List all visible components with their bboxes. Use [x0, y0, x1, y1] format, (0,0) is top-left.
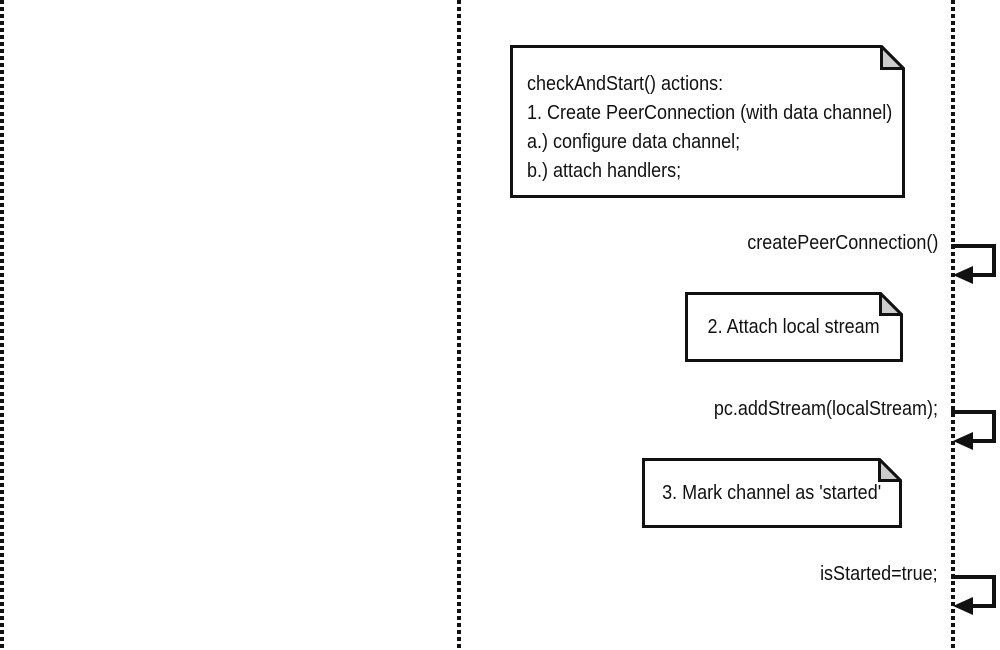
message-label: pc.addStream(localStream); — [713, 398, 938, 420]
note-body — [685, 292, 903, 362]
folded-corner-icon — [880, 45, 905, 70]
note-shape — [510, 45, 905, 198]
note-checkandstart-actions: checkAndStart() actions: 1. Create PeerC… — [510, 45, 905, 198]
self-call-line-top — [951, 244, 996, 248]
arrowhead-left-icon — [953, 266, 973, 284]
note-body — [642, 458, 902, 528]
self-call-line-bottom — [970, 439, 996, 443]
note-text: 3. Mark channel as 'started' — [662, 482, 882, 504]
note-shape — [685, 292, 903, 362]
folded-corner-icon — [879, 292, 903, 316]
self-message-isstarted-true: isStarted=true; — [0, 563, 1000, 615]
self-call-line-top — [951, 410, 996, 414]
arrowhead-left-icon — [953, 597, 973, 615]
note-text: checkAndStart() actions: 1. Create PeerC… — [527, 73, 893, 182]
note-body — [510, 45, 905, 198]
message-label: createPeerConnection() — [746, 232, 938, 254]
self-call-line-right — [992, 244, 996, 277]
folded-corner-icon — [878, 458, 902, 482]
self-call-line-right — [992, 410, 996, 443]
lifeline-left-dashed — [0, 0, 4, 650]
self-call-line-right — [992, 575, 996, 608]
self-call-line-bottom — [970, 604, 996, 608]
self-message-create-peer-connection: createPeerConnection() — [0, 232, 1000, 284]
lifeline-middle-dashed — [457, 0, 461, 650]
self-call-line-bottom — [970, 273, 996, 277]
note-text: 2. Attach local stream — [707, 316, 881, 338]
note-attach-local-stream: 2. Attach local stream — [685, 292, 903, 362]
note-shape — [642, 458, 902, 528]
note-mark-channel-started: 3. Mark channel as 'started' — [642, 458, 902, 528]
message-label: isStarted=true; — [820, 563, 938, 585]
self-call-line-top — [951, 575, 996, 579]
arrowhead-left-icon — [953, 432, 973, 450]
self-message-pc-addstream: pc.addStream(localStream); — [0, 398, 1000, 450]
lifeline-right-dashed — [951, 0, 955, 650]
